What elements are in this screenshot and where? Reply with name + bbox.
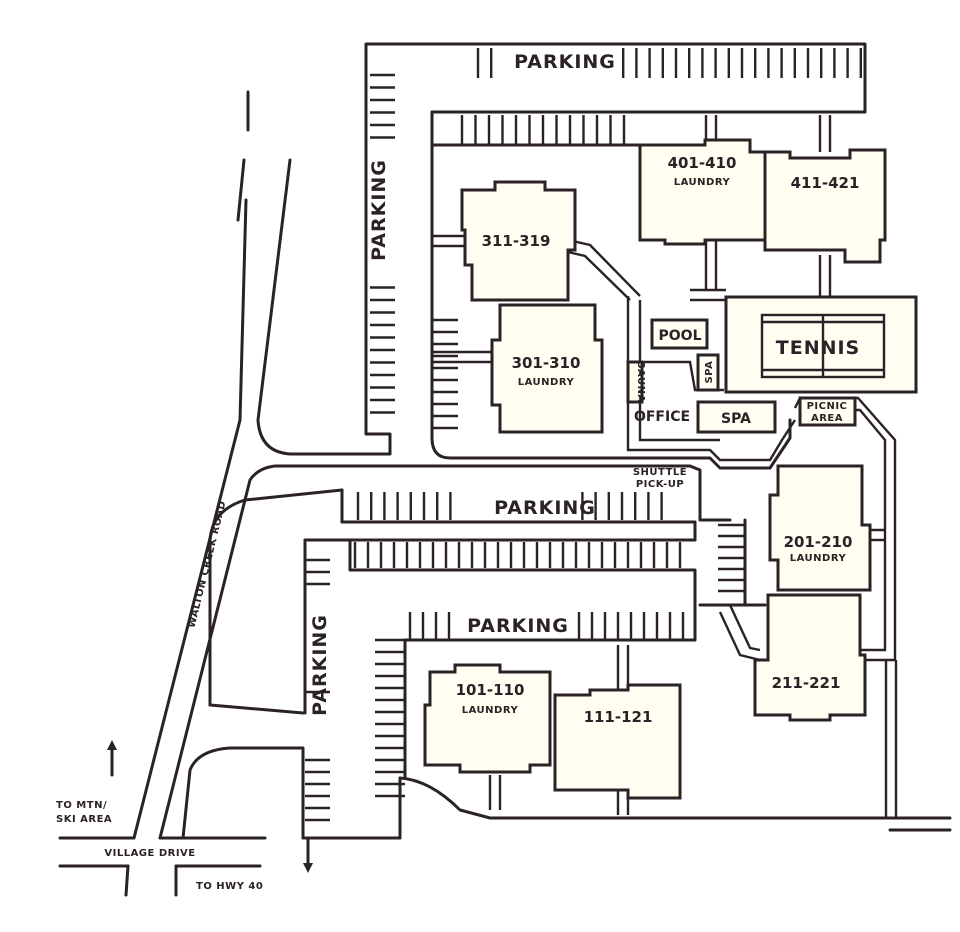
to-hwy-label: TO HWY 40 bbox=[196, 881, 263, 892]
building-211-221-label: 211-221 bbox=[772, 674, 841, 692]
top-parking-lot bbox=[370, 48, 867, 470]
parking-label-left: PARKING bbox=[368, 159, 390, 261]
spa-label: SPA bbox=[721, 411, 751, 427]
walton-creek-road bbox=[132, 42, 867, 840]
building-311-319[interactable]: 311-319 bbox=[460, 180, 577, 302]
parking-label-bottom-left: PARKING bbox=[309, 614, 331, 716]
building-201-210-laundry: LAUNDRY bbox=[790, 553, 847, 564]
building-101-110-laundry: LAUNDRY bbox=[462, 705, 519, 716]
picnic-label-line1: PICNIC bbox=[807, 401, 848, 412]
building-401-410[interactable]: 401-410 LAUNDRY bbox=[638, 138, 767, 246]
office[interactable]: OFFICE bbox=[634, 409, 690, 425]
parking-label-middle: PARKING bbox=[494, 497, 596, 519]
walton-creek-road-label: WALTON CREEK ROAD bbox=[186, 500, 228, 629]
to-mtn-label-line2: SKI AREA bbox=[56, 814, 112, 825]
village-drive-label: VILLAGE DRIVE bbox=[104, 848, 195, 859]
tennis-label: TENNIS bbox=[776, 337, 861, 359]
building-411-421-label: 411-421 bbox=[791, 174, 860, 192]
lower-parking-lot bbox=[305, 558, 685, 822]
spa-small-label: SPA bbox=[704, 361, 715, 384]
building-401-410-laundry: LAUNDRY bbox=[674, 177, 731, 188]
parking-label-lower: PARKING bbox=[467, 615, 569, 637]
building-211-221[interactable]: 211-221 bbox=[753, 593, 867, 722]
building-411-421[interactable]: 411-421 bbox=[763, 148, 887, 264]
spa[interactable]: SPA bbox=[696, 400, 777, 434]
shuttle-label-line1: SHUTTLE bbox=[633, 467, 687, 478]
building-401-410-label: 401-410 bbox=[668, 154, 737, 172]
parking-label-top: PARKING bbox=[514, 51, 616, 73]
picnic-label-line2: AREA bbox=[811, 413, 843, 424]
picnic-area[interactable]: PICNIC AREA bbox=[798, 396, 857, 427]
building-301-310-laundry: LAUNDRY bbox=[518, 377, 575, 388]
building-111-121-label: 111-121 bbox=[584, 708, 653, 726]
spa-small[interactable]: SPA bbox=[696, 353, 720, 392]
building-101-110[interactable]: 101-110 LAUNDRY bbox=[423, 663, 552, 774]
shuttle-pickup[interactable]: SHUTTLE PICK-UP bbox=[633, 467, 687, 490]
building-301-310-label: 301-310 bbox=[512, 354, 581, 372]
building-101-110-label: 101-110 bbox=[456, 681, 525, 699]
sauna-label: SAUNA bbox=[635, 361, 646, 402]
middle-parking-lot bbox=[303, 464, 767, 715]
office-label: OFFICE bbox=[634, 409, 690, 425]
to-mtn-label-line1: TO MTN/ bbox=[56, 800, 107, 811]
building-111-121[interactable]: 111-121 bbox=[553, 683, 682, 800]
tennis-court[interactable]: TENNIS bbox=[724, 295, 918, 394]
pool[interactable]: POOL bbox=[650, 318, 709, 350]
building-301-310[interactable]: 301-310 LAUNDRY bbox=[490, 303, 604, 434]
pool-label: POOL bbox=[659, 328, 702, 344]
village-drive bbox=[58, 776, 952, 897]
building-201-210-label: 201-210 bbox=[784, 533, 853, 551]
building-311-319-label: 311-319 bbox=[482, 232, 551, 250]
building-201-210[interactable]: 201-210 LAUNDRY bbox=[768, 464, 872, 592]
sauna[interactable]: SAUNA bbox=[626, 360, 646, 404]
shuttle-label-line2: PICK-UP bbox=[636, 479, 684, 490]
